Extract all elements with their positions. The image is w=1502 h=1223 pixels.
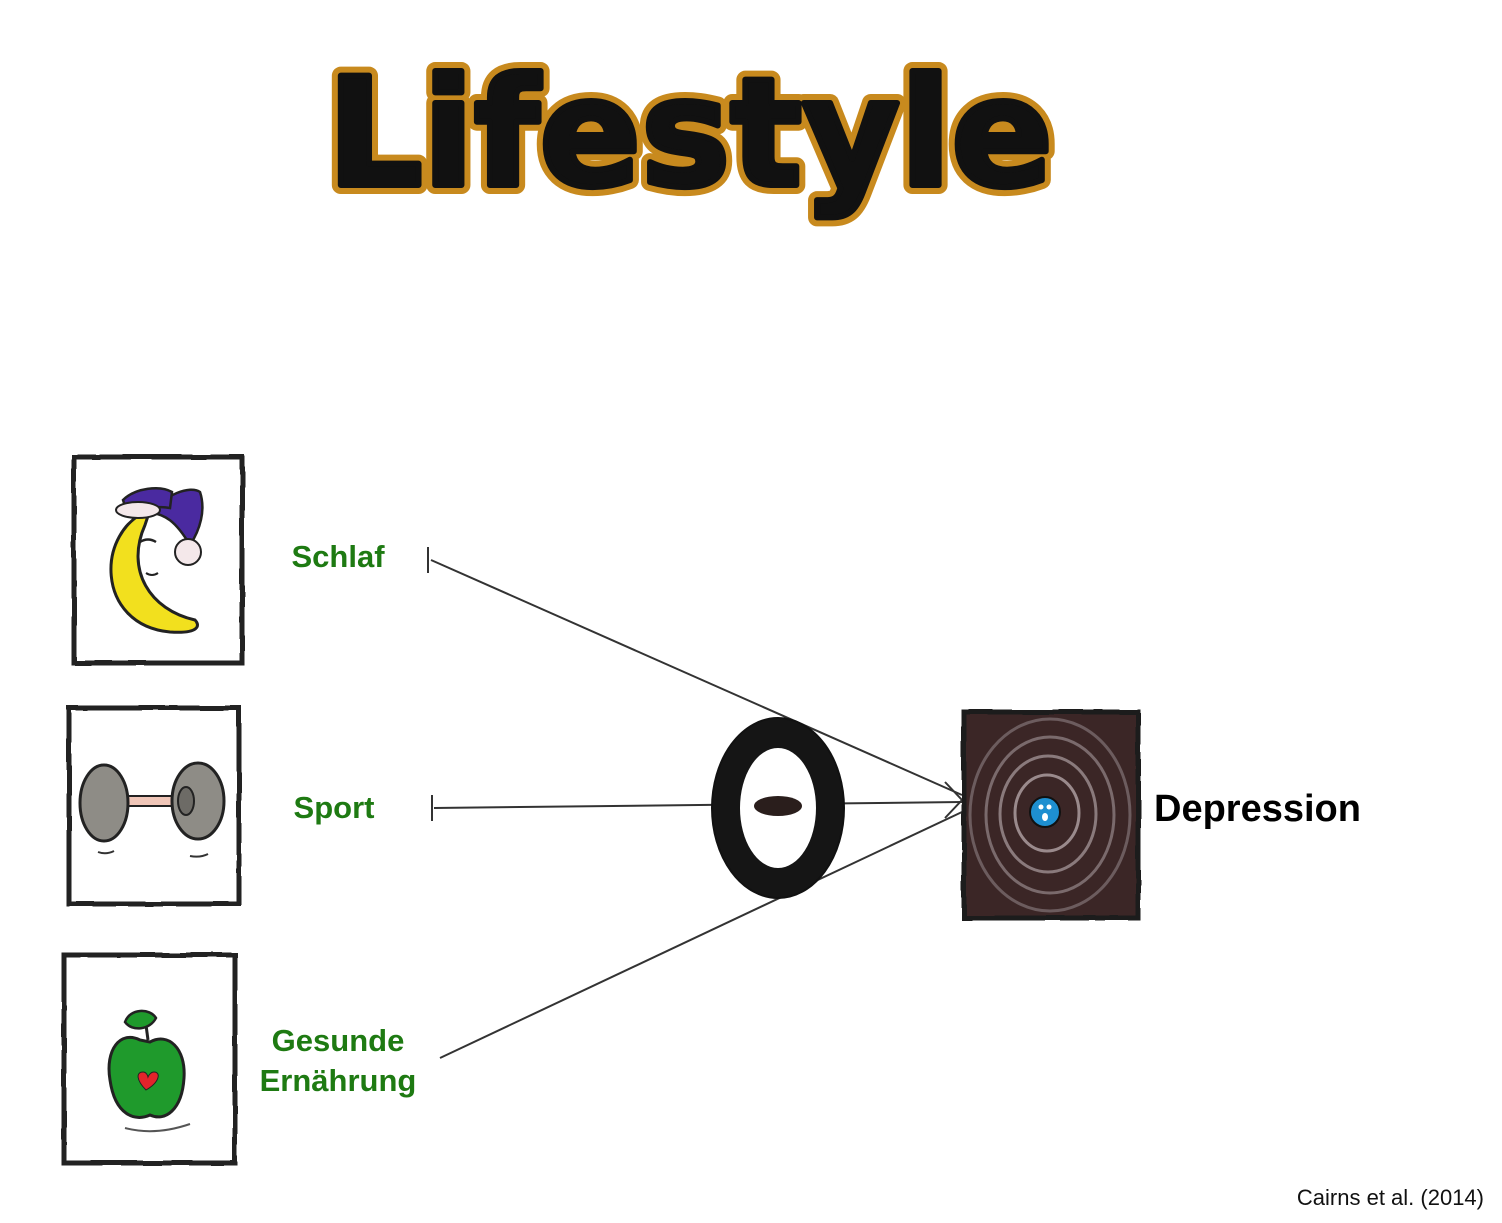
- factor-label-schlaf: Schlaf: [291, 539, 385, 574]
- schlaf-arrow: [430, 559, 963, 796]
- factor-label-ernaehrung-line1: Gesunde: [271, 1023, 405, 1058]
- factor-label-ernaehrung-line2: Ernährung: [259, 1063, 417, 1098]
- outcome-label: Depression: [1154, 788, 1361, 830]
- title-logo: Lifestyle Lifestyle: [318, 38, 1062, 230]
- sleeping-moon-icon: [109, 487, 204, 634]
- title-text: Lifestyle: [327, 47, 1053, 221]
- apple-heart-icon: [107, 1009, 191, 1133]
- svg-text:Lifestyle: Lifestyle: [327, 47, 1053, 221]
- factor-label-ernaehrung: Gesunde Ernährung: [238, 1021, 438, 1101]
- arrows: [427, 547, 964, 1059]
- depression-spiral-icon: [961, 709, 1141, 921]
- dumbbell-icon: [78, 761, 226, 858]
- ring-lens-icon: [711, 717, 845, 899]
- sport-arrow: [433, 801, 963, 809]
- ernaehrung-arrow: [439, 811, 963, 1059]
- citation: Cairns et al. (2014): [1296, 1185, 1484, 1210]
- factor-label-sport: Sport: [293, 790, 375, 825]
